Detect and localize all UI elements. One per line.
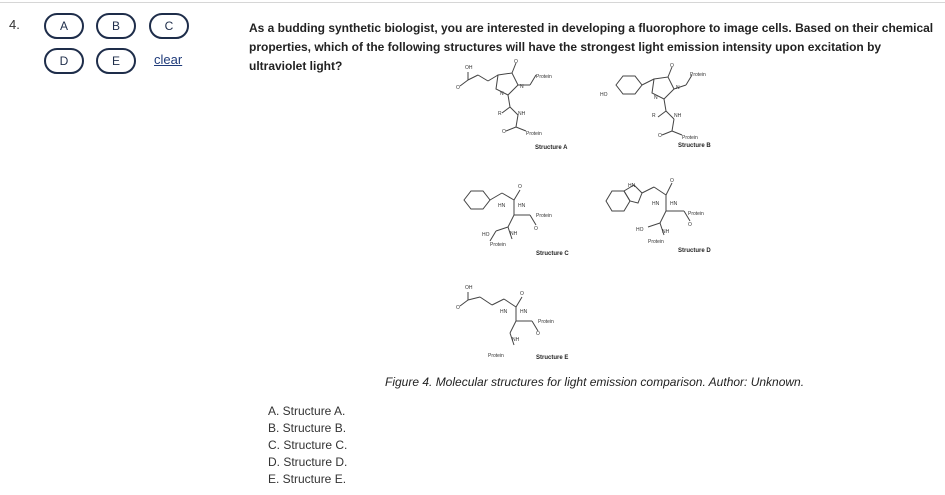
- protein-label-b1: Protein: [690, 72, 706, 78]
- o-label-e3: O: [536, 331, 540, 337]
- protein-label-c2: Protein: [490, 242, 506, 248]
- o-label-d: O: [670, 178, 674, 184]
- nh-label-c: NH: [510, 231, 518, 237]
- r-label-a: R: [498, 111, 502, 117]
- o-label-d2: O: [688, 222, 692, 228]
- nh-label-a: NH: [518, 111, 526, 117]
- structure-d-drawing: [605, 182, 691, 236]
- o-label-c: O: [518, 184, 522, 190]
- structure-c-drawing: [463, 189, 537, 242]
- protein-label-c1: Protein: [536, 213, 552, 219]
- answer-bubble-c[interactable]: C: [149, 13, 189, 39]
- o-label-e2: O: [520, 291, 524, 297]
- o-label-e: O: [456, 305, 460, 311]
- protein-label-b2: Protein: [682, 135, 698, 141]
- answer-bubble-b[interactable]: B: [96, 13, 136, 39]
- protein-label-d1: Protein: [688, 211, 704, 217]
- hn-label-c2: HN: [518, 203, 526, 209]
- n-label-a: N: [520, 84, 524, 90]
- top-divider: [0, 2, 945, 3]
- structure-a-drawing: [459, 62, 537, 132]
- nh-label-b: NH: [674, 113, 682, 119]
- n-label-a2: N: [500, 91, 504, 97]
- structure-b-label: Structure B: [678, 143, 711, 149]
- figure-caption: Figure 4. Molecular structures for light…: [385, 375, 805, 389]
- o-label-b2: O: [658, 133, 662, 139]
- ho-label-d: HO: [636, 227, 644, 233]
- ho-label-c: HO: [482, 232, 490, 238]
- o-label-b: O: [670, 63, 674, 69]
- molecular-structures-figure: OH O O N Protein N R NH O Protein HO O N…: [456, 59, 711, 361]
- choice-list: A. Structure A. B. Structure B. C. Struc…: [268, 403, 347, 488]
- protein-label-a2: Protein: [526, 131, 542, 137]
- choice-b: B. Structure B.: [268, 421, 347, 435]
- protein-label-e1: Protein: [538, 319, 554, 325]
- hn-label-d-ring: HN: [628, 183, 636, 189]
- o-label-c2: O: [534, 226, 538, 232]
- question-text: As a budding synthetic biologist, you ar…: [249, 21, 934, 73]
- hn-label-e: HN: [500, 309, 508, 315]
- choice-a: A. Structure A.: [268, 404, 346, 418]
- answer-bubble-e[interactable]: E: [96, 48, 136, 74]
- structure-e-drawing: [459, 292, 539, 346]
- nh-label-e: NH: [512, 337, 520, 343]
- o-label-a2: O: [514, 59, 518, 65]
- nh-label-d: NH: [662, 229, 670, 235]
- protein-label-a1: Protein: [536, 74, 552, 80]
- hn-label-d2: HN: [670, 201, 678, 207]
- structure-b-drawing: [615, 66, 693, 136]
- choice-e: E. Structure E.: [268, 472, 347, 486]
- o-label-a3: O: [502, 129, 506, 135]
- structure-d-label: Structure D: [678, 248, 711, 254]
- oh-label-e: OH: [465, 285, 473, 291]
- structure-e-label: Structure E: [536, 355, 568, 361]
- hn-label-d: HN: [652, 201, 660, 207]
- clear-link[interactable]: clear: [154, 52, 183, 67]
- choice-d: D. Structure D.: [268, 455, 348, 469]
- answer-bubble-d[interactable]: D: [44, 48, 84, 74]
- choice-c: C. Structure C.: [268, 438, 348, 452]
- r-label-b: R: [652, 113, 656, 119]
- structure-c-label: Structure C: [536, 251, 569, 257]
- n-label-b2: N: [654, 95, 658, 101]
- answer-bubble-a[interactable]: A: [44, 13, 84, 39]
- protein-label-d2: Protein: [648, 239, 664, 245]
- hn-label-c: HN: [498, 203, 506, 209]
- n-label-b: N: [676, 85, 680, 91]
- hn-label-e2: HN: [520, 309, 528, 315]
- protein-label-e2: Protein: [488, 353, 504, 359]
- ho-label-b: HO: [600, 92, 608, 98]
- o-label-a: O: [456, 85, 460, 91]
- oh-label-a: OH: [465, 65, 473, 71]
- question-number: 4.: [9, 17, 20, 32]
- structure-a-label: Structure A: [535, 145, 568, 151]
